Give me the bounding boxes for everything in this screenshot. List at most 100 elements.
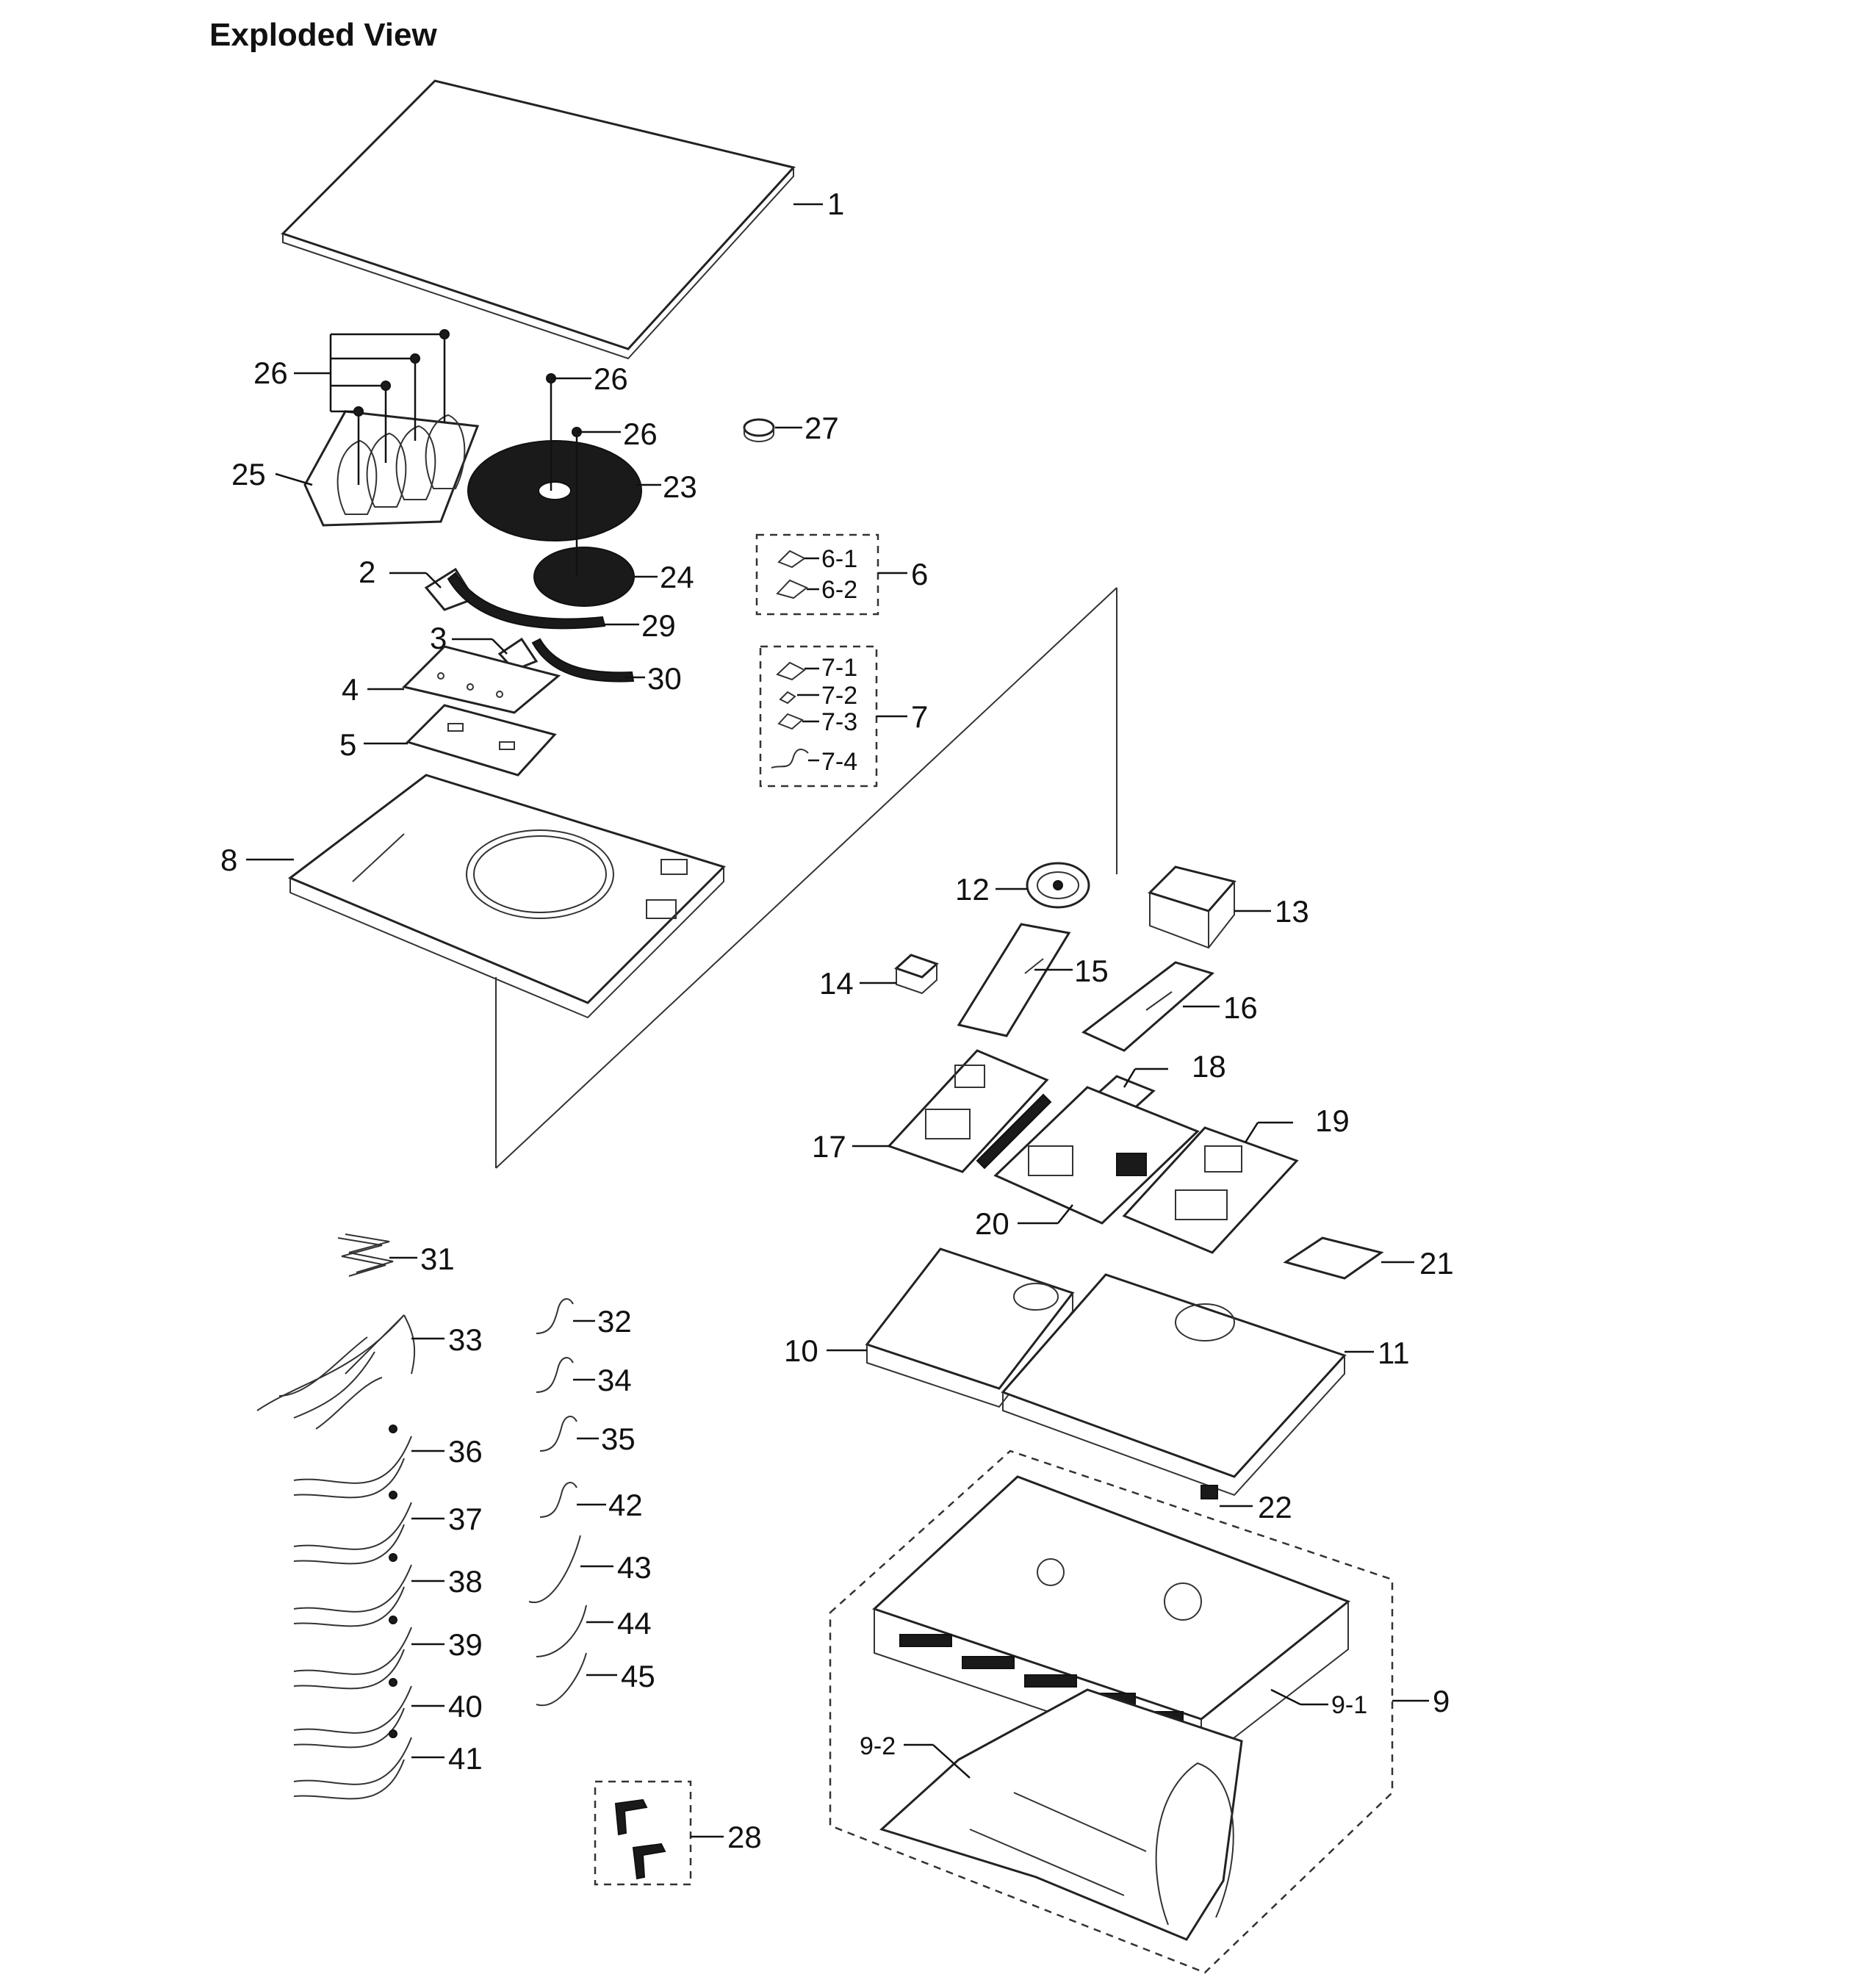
- part-21-sheet: [1283, 1236, 1384, 1280]
- label-18: 18: [1192, 1049, 1226, 1084]
- part-24-small-coil: [533, 547, 635, 607]
- label-27: 27: [804, 411, 839, 445]
- label-9-1: 9-1: [1331, 1691, 1367, 1719]
- label-23: 23: [663, 469, 697, 504]
- part-31-clip: [337, 1234, 394, 1277]
- label-3: 3: [430, 621, 447, 655]
- label-45: 45: [621, 1659, 655, 1693]
- group-7-box: [759, 645, 878, 788]
- part-17-pcb: [887, 1049, 1052, 1173]
- label-36: 36: [448, 1434, 483, 1469]
- projection-line: [495, 587, 1117, 1169]
- label-30: 30: [647, 661, 682, 696]
- part-40-wire: [293, 1678, 412, 1748]
- part-42-wire: [539, 1482, 577, 1518]
- part-8-main-tray: [288, 774, 726, 1019]
- label-28: 28: [727, 1820, 762, 1854]
- part-20-power-board: [993, 1086, 1200, 1225]
- part-22-foot: [1201, 1485, 1218, 1499]
- label-26-left: 26: [253, 356, 288, 390]
- label-9: 9: [1433, 1684, 1450, 1718]
- label-37: 37: [448, 1502, 483, 1536]
- label-6-1: 6-1: [821, 545, 857, 573]
- part-29-sensor-strip: [447, 572, 606, 630]
- part-10-frame: [865, 1247, 1075, 1408]
- part-7-2-icon: [779, 691, 796, 705]
- part-13-module: [1148, 865, 1237, 949]
- label-39: 39: [448, 1627, 483, 1662]
- label-2: 2: [359, 555, 375, 589]
- part-5-control-board: [406, 704, 557, 777]
- part-45-wire: [536, 1652, 587, 1707]
- part-28-bracket: [614, 1798, 666, 1880]
- label-13: 13: [1275, 894, 1309, 929]
- part-27-knob: [743, 418, 775, 442]
- part-9-1-chassis: [872, 1475, 1350, 1765]
- label-26-mid: 26: [594, 361, 628, 396]
- label-4: 4: [342, 672, 359, 707]
- label-7-4: 7-4: [821, 748, 857, 776]
- label-26-right: 26: [623, 417, 658, 451]
- label-10: 10: [784, 1333, 818, 1368]
- label-5: 5: [339, 727, 356, 762]
- part-34-wire: [536, 1357, 574, 1393]
- part-14-block: [894, 954, 939, 995]
- label-17: 17: [812, 1129, 846, 1164]
- part-44-wire: [536, 1605, 587, 1657]
- label-29: 29: [641, 608, 676, 643]
- label-6-2: 6-2: [821, 576, 857, 604]
- label-26-left-leaders: [294, 329, 450, 485]
- part-41-wire: [293, 1729, 412, 1800]
- label-19: 19: [1315, 1103, 1350, 1138]
- part-19-pcb: [1122, 1126, 1299, 1254]
- label-6: 6: [911, 557, 928, 591]
- label-20: 20: [975, 1206, 1009, 1241]
- part-6-2-icon: [776, 579, 808, 599]
- label-7-1: 7-1: [821, 654, 857, 682]
- label-21: 21: [1419, 1246, 1454, 1281]
- label-16: 16: [1223, 990, 1258, 1025]
- part-7-1-icon: [776, 661, 806, 681]
- part-16-plate: [1081, 961, 1215, 1052]
- label-31: 31: [420, 1242, 455, 1276]
- part-38-wire: [293, 1553, 412, 1627]
- part-37-wire: [293, 1491, 412, 1565]
- label-40: 40: [448, 1689, 483, 1724]
- part-39-wire: [293, 1616, 412, 1690]
- label-15: 15: [1074, 954, 1109, 988]
- label-44: 44: [617, 1606, 652, 1641]
- part-12-fan: [1026, 862, 1090, 909]
- label-22: 22: [1258, 1490, 1292, 1524]
- part-7-4-icon: [771, 749, 809, 768]
- label-33: 33: [448, 1322, 483, 1357]
- part-36-wire: [293, 1425, 412, 1499]
- label-1: 1: [827, 187, 844, 221]
- part-43-wire: [528, 1535, 581, 1604]
- part-30-sensor-strip: [531, 638, 635, 683]
- part-11-frame: [1001, 1273, 1347, 1497]
- label-11: 11: [1378, 1336, 1410, 1370]
- part-32-wire: [536, 1298, 574, 1334]
- part-33-wire-harness: [256, 1314, 416, 1430]
- label-7: 7: [911, 699, 928, 734]
- part-25-coil-assembly: [303, 410, 480, 527]
- label-32: 32: [597, 1304, 632, 1339]
- label-38: 38: [448, 1564, 483, 1599]
- label-9-2: 9-2: [860, 1732, 896, 1760]
- label-24: 24: [660, 560, 694, 594]
- group-9-box: [829, 1449, 1394, 1974]
- label-8: 8: [220, 843, 237, 877]
- part-15-plate: [957, 923, 1071, 1037]
- part-7-3-icon: [777, 713, 804, 730]
- label-35: 35: [601, 1422, 636, 1456]
- label-12: 12: [955, 872, 990, 907]
- label-34: 34: [597, 1363, 632, 1397]
- part-6-1-icon: [777, 550, 806, 569]
- group-28-box: [594, 1780, 692, 1886]
- group-6-box: [755, 533, 879, 616]
- label-7-2: 7-2: [821, 682, 857, 710]
- label-7-3: 7-3: [821, 708, 857, 736]
- part-35-wire: [539, 1416, 577, 1452]
- label-41: 41: [448, 1741, 483, 1776]
